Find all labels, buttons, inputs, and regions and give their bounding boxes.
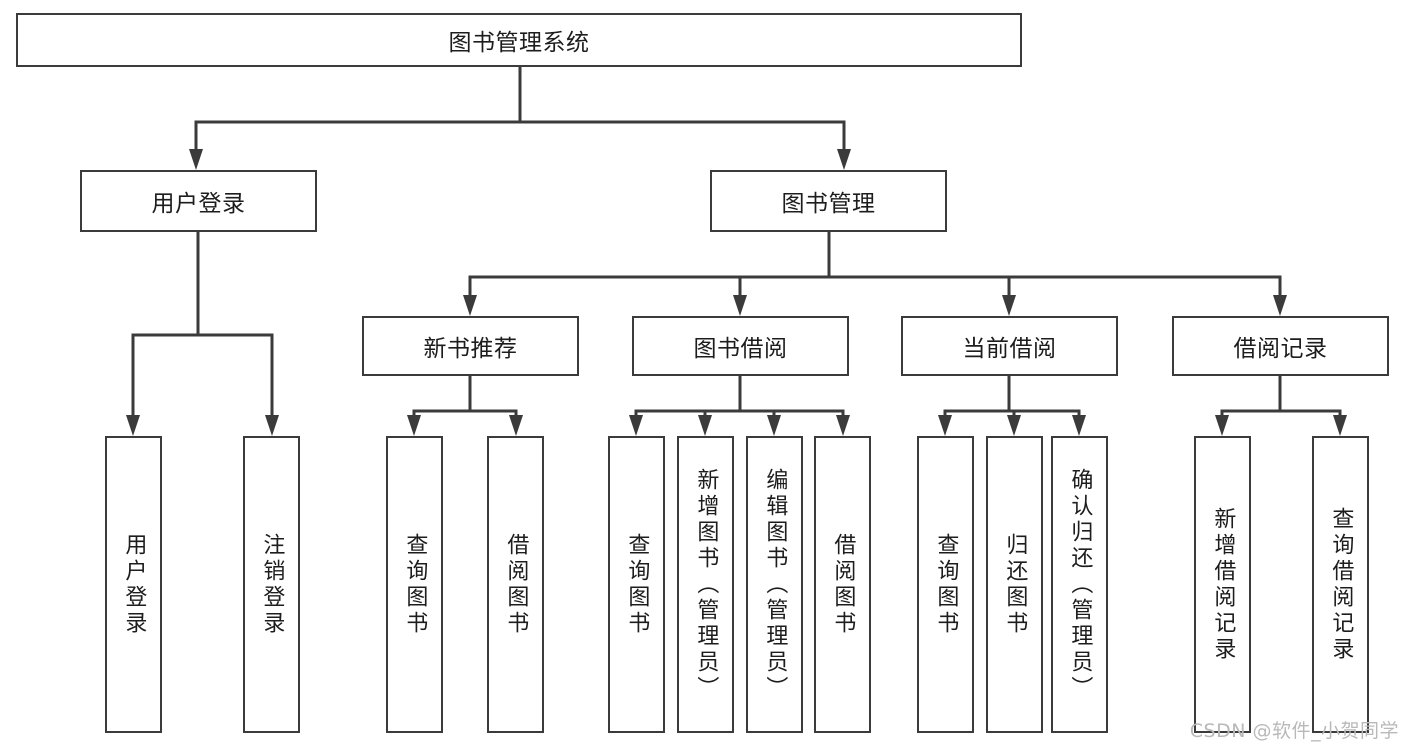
arrowhead-icon [837,149,851,170]
node-label: 新书推荐 [423,336,518,362]
node-leaf-add-borrow-record[interactable]: 新增借阅记录 [1194,436,1251,733]
arrowhead-icon [698,415,712,436]
node-user-login[interactable]: 用户登录 [80,170,317,232]
node-leaf-query-borrow-record[interactable]: 查询借阅记录 [1312,436,1369,733]
node-label: 查询图书 [624,532,650,637]
node-current-borrow[interactable]: 当前借阅 [901,316,1118,376]
node-label: 确认归还（管理员） [1067,467,1093,702]
node-borrow-record[interactable]: 借阅记录 [1172,316,1389,376]
arrowhead-icon [189,149,203,170]
arrowhead-icon [1007,415,1021,436]
arrowhead-icon [126,415,140,436]
node-label: 归还图书 [1002,532,1028,637]
node-leaf-query-book-3[interactable]: 查询图书 [917,436,974,733]
arrowhead-icon [629,415,643,436]
arrowhead-icon [733,295,747,316]
node-label: 借阅图书 [503,532,529,637]
node-book-borrow[interactable]: 图书借阅 [632,316,849,376]
node-leaf-return-book[interactable]: 归还图书 [986,436,1043,733]
node-label: 新增图书（管理员） [693,467,719,702]
node-new-book-recommend[interactable]: 新书推荐 [362,316,579,376]
node-label: 图书借阅 [693,336,788,362]
connector-arrowheads [126,149,1347,436]
node-leaf-query-book-1[interactable]: 查询图书 [386,436,443,733]
node-leaf-add-book[interactable]: 新增图书（管理员） [677,436,734,733]
node-leaf-confirm-return[interactable]: 确认归还（管理员） [1051,436,1108,733]
node-label: 借阅记录 [1233,336,1328,362]
arrowhead-icon [1215,415,1229,436]
arrowhead-icon [1333,415,1347,436]
arrowhead-icon [509,415,523,436]
node-label: 借阅图书 [830,532,856,637]
node-label: 注销登录 [259,532,285,637]
node-label: 查询借阅记录 [1328,506,1354,663]
node-book-management[interactable]: 图书管理 [710,170,947,232]
arrowhead-icon [265,415,279,436]
arrowhead-icon [938,415,952,436]
arrowhead-icon [767,415,781,436]
node-label: 用户登录 [121,532,147,637]
node-label: 图书管理 [781,191,876,217]
node-leaf-query-book-2[interactable]: 查询图书 [608,436,665,733]
node-label: 查询图书 [933,532,959,637]
node-leaf-borrow-book-1[interactable]: 借阅图书 [487,436,544,733]
node-label: 编辑图书（管理员） [762,467,788,702]
node-label: 图书管理系统 [448,30,590,56]
node-leaf-user-logout[interactable]: 注销登录 [243,436,300,733]
node-leaf-borrow-book-2[interactable]: 借阅图书 [814,436,871,733]
arrowhead-icon [1273,295,1287,316]
node-leaf-edit-book[interactable]: 编辑图书（管理员） [746,436,803,733]
arrowhead-icon [463,295,477,316]
node-label: 查询图书 [402,532,428,637]
arrowhead-icon [836,415,850,436]
arrowhead-icon [1002,295,1016,316]
node-label: 用户登录 [151,191,246,217]
node-label: 新增借阅记录 [1210,506,1236,663]
arrowhead-icon [1072,415,1086,436]
arrowhead-icon [407,415,421,436]
node-leaf-user-login[interactable]: 用户登录 [105,436,162,733]
node-root[interactable]: 图书管理系统 [16,13,1022,67]
node-label: 当前借阅 [962,336,1057,362]
